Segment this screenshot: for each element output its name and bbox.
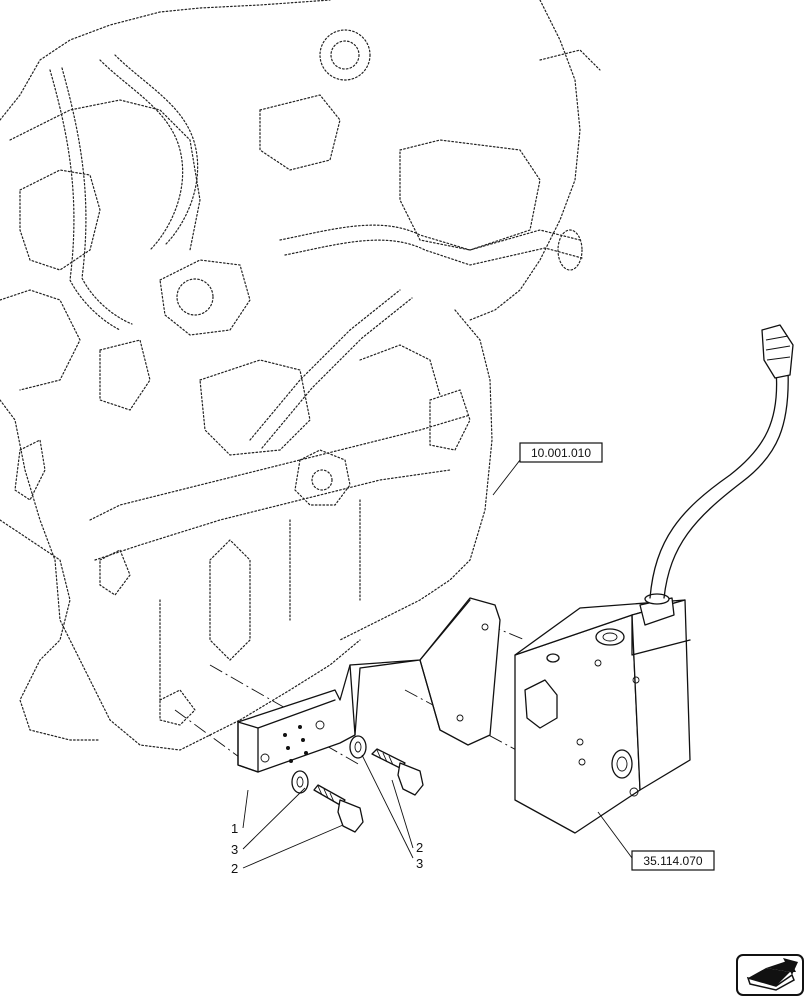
engine-block (0, 0, 601, 751)
next-page-arrow-icon[interactable] (736, 954, 804, 996)
bolt-right (371, 748, 424, 796)
part-label-washer-left: 3 (231, 842, 238, 857)
valve-reference-label: 35.114.070 (643, 854, 702, 868)
hydraulic-valve-block (514, 593, 691, 834)
part-label-bolt-left: 2 (231, 861, 238, 876)
valve-reference-callout[interactable]: 35.114.070 (631, 850, 715, 871)
mounting-bracket (237, 597, 501, 773)
washer-left (291, 770, 309, 794)
engine-reference-callout[interactable]: 10.001.010 (519, 442, 603, 463)
engine-reference-label: 10.001.010 (531, 446, 591, 460)
part-label-bolt-right: 2 (416, 840, 423, 855)
hydraulic-hose (649, 324, 794, 599)
part-label-bracket: 1 (231, 821, 238, 836)
washer-right (349, 735, 367, 759)
bolt-left (313, 784, 364, 833)
leader-lines (242, 451, 633, 869)
part-label-washer-right: 3 (416, 856, 423, 871)
